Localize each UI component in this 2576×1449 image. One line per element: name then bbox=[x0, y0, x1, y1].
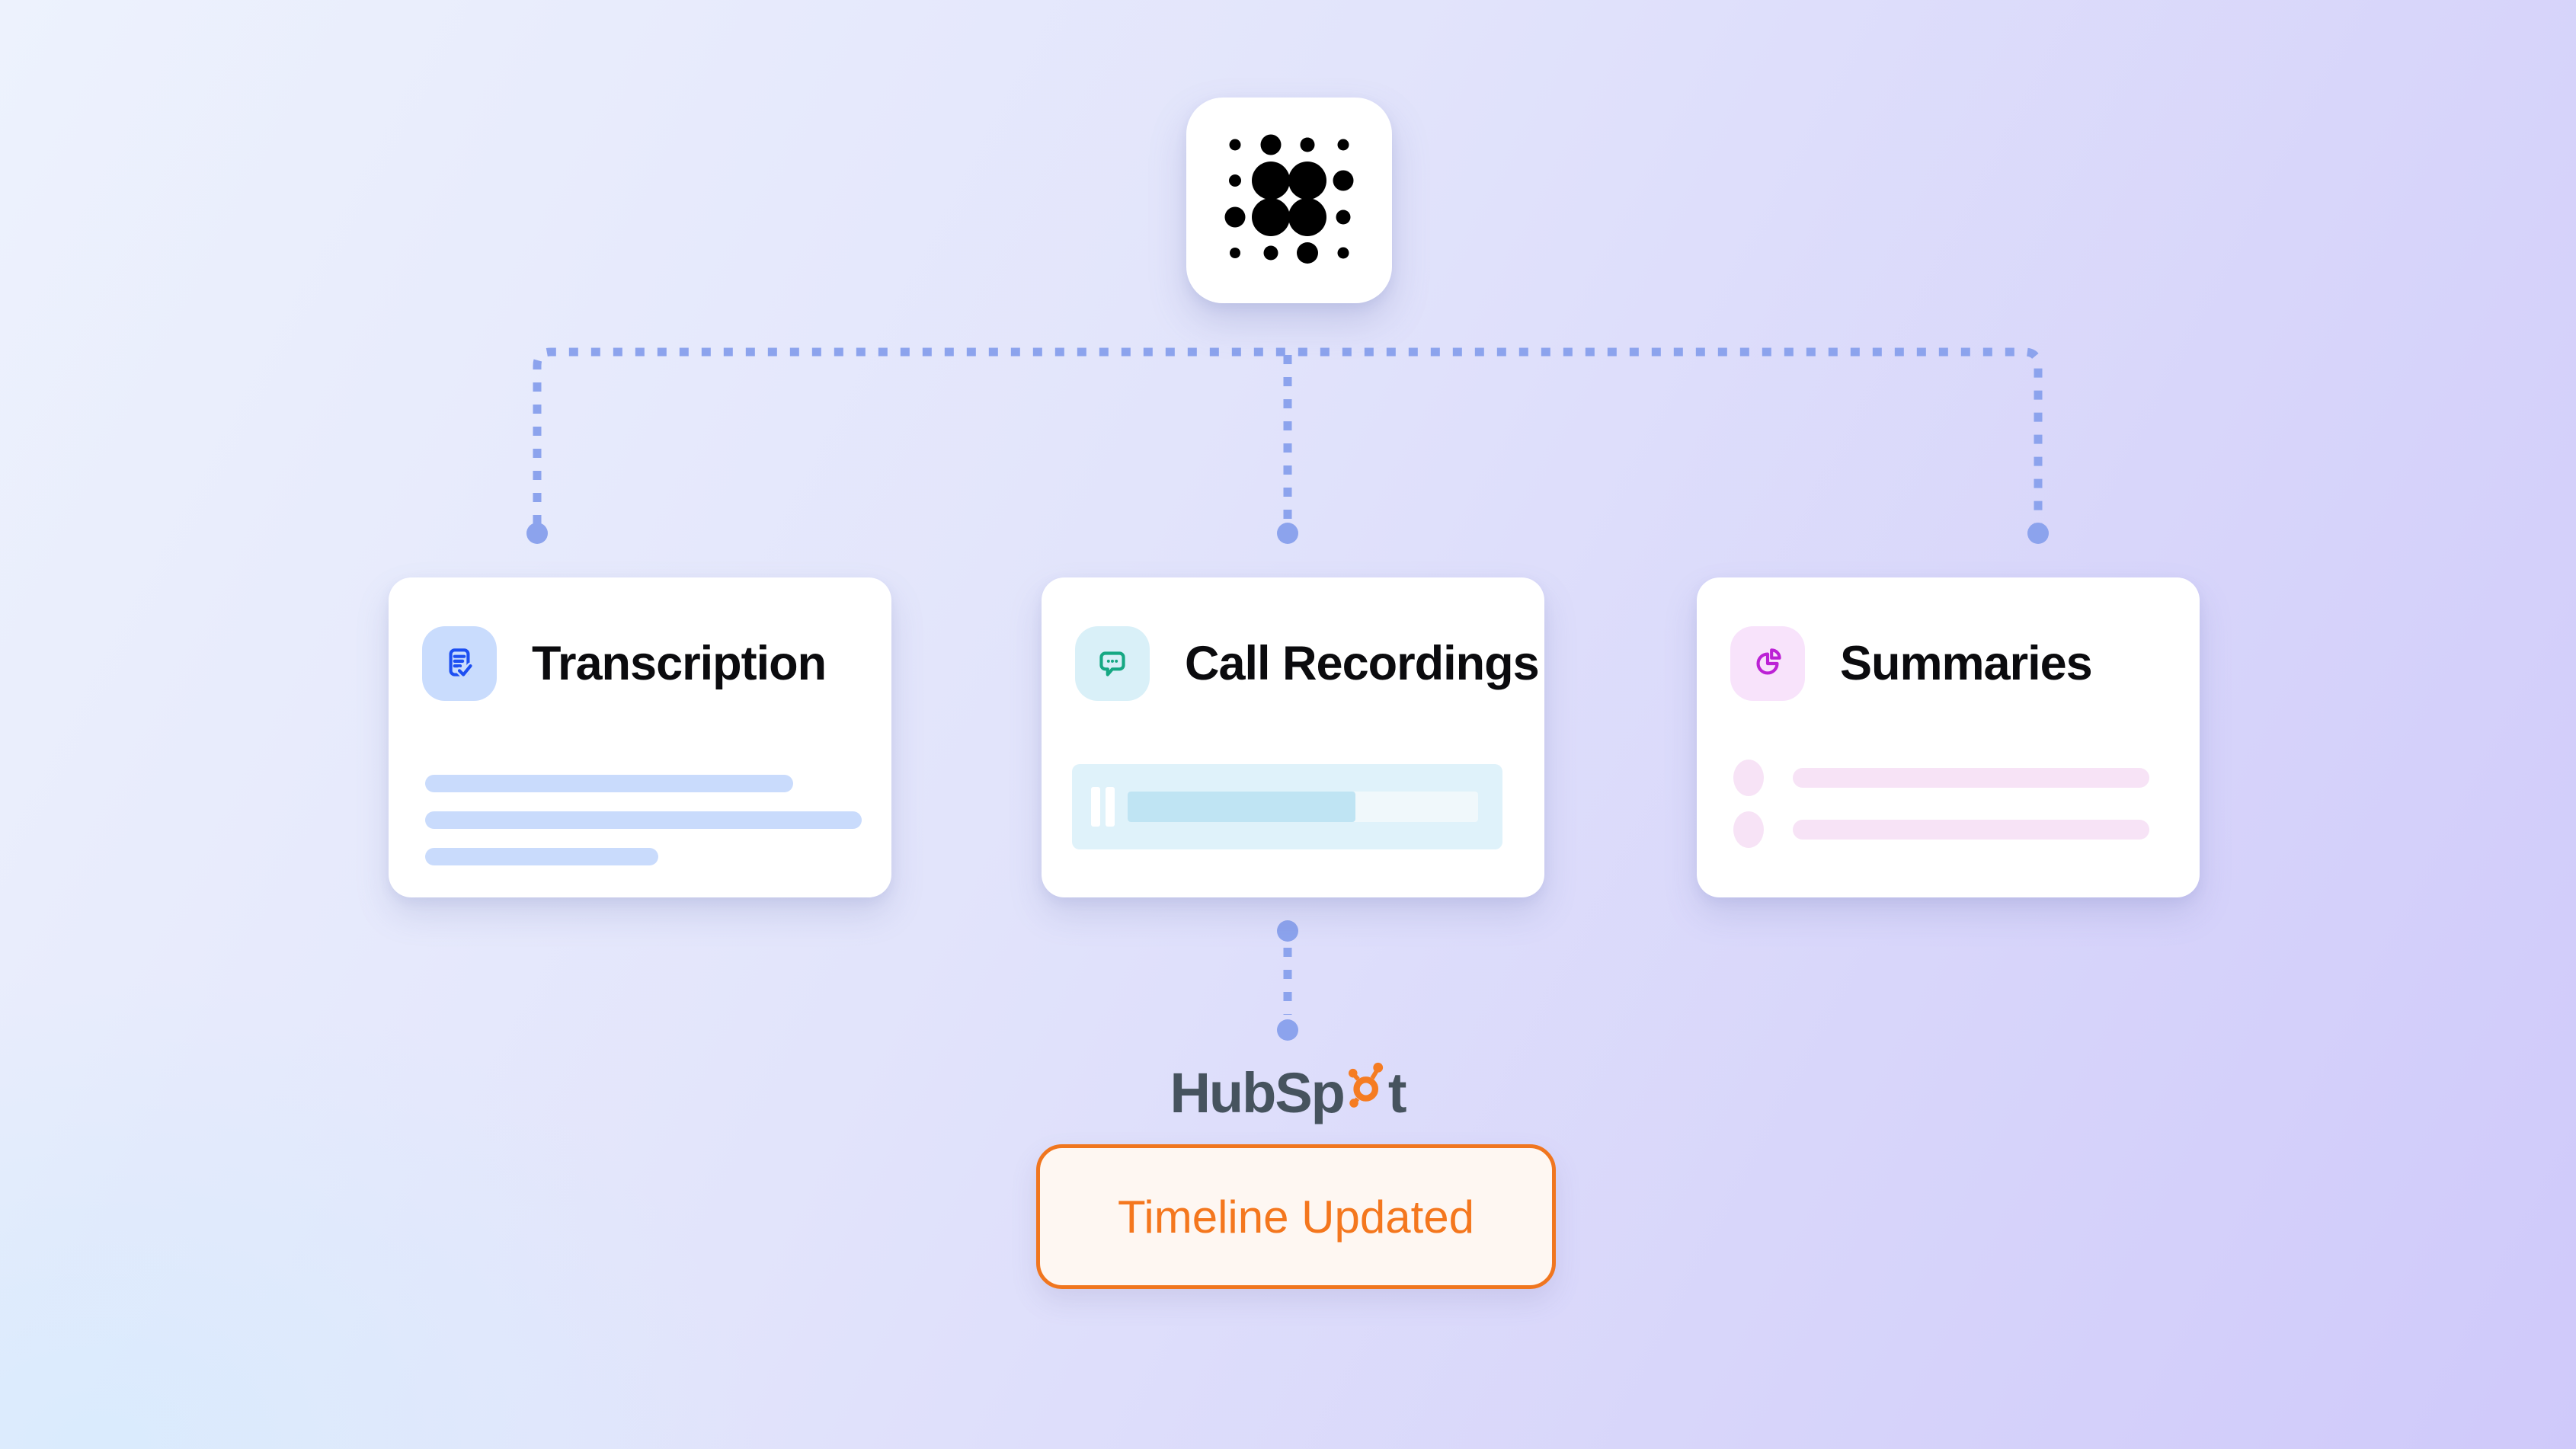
timeline-updated-label: Timeline Updated bbox=[1117, 1191, 1475, 1243]
skeleton-text-line bbox=[1793, 768, 2149, 788]
skeleton-text-line bbox=[425, 775, 793, 792]
connector-endpoint-dot bbox=[1277, 1019, 1298, 1041]
audio-progress-fill bbox=[1128, 792, 1355, 822]
hubspot-logo-text-left: HubSp bbox=[1170, 1060, 1345, 1124]
bullet-dot bbox=[1733, 760, 1764, 796]
connector-endpoint-dot bbox=[1277, 523, 1298, 544]
timeline-updated-badge[interactable]: Timeline Updated bbox=[1036, 1144, 1556, 1289]
connector-endpoint-dot bbox=[526, 523, 548, 544]
card-call-recordings-header: Call Recordings bbox=[1075, 626, 1540, 701]
hubspot-logo-text-right: t bbox=[1387, 1060, 1407, 1124]
card-summaries[interactable]: Summaries bbox=[1697, 577, 2200, 897]
skeleton-text-line bbox=[425, 848, 658, 865]
card-title: Call Recordings bbox=[1185, 637, 1540, 690]
skeleton-text-line bbox=[425, 811, 862, 829]
audio-player[interactable] bbox=[1072, 764, 1502, 849]
pause-icon bbox=[1091, 787, 1100, 827]
hubspot-sprocket-icon bbox=[1342, 1054, 1391, 1121]
bullet-dot bbox=[1733, 811, 1764, 848]
chat-bubble-icon bbox=[1075, 626, 1150, 701]
hubspot-logo: HubSp t bbox=[1135, 1054, 1440, 1131]
card-transcription-header: Transcription bbox=[422, 626, 866, 701]
source-node bbox=[1186, 98, 1392, 303]
dot-matrix-ai-logo-icon bbox=[1186, 96, 1392, 305]
document-check-icon bbox=[422, 626, 497, 701]
card-transcription[interactable]: Transcription bbox=[389, 577, 891, 897]
skeleton-text-line bbox=[1793, 820, 2149, 840]
pie-chart-icon bbox=[1730, 626, 1805, 701]
connector-endpoint-dot bbox=[2027, 523, 2049, 544]
audio-progress-track[interactable] bbox=[1128, 792, 1478, 822]
pause-icon bbox=[1106, 787, 1115, 827]
card-call-recordings[interactable]: Call Recordings bbox=[1042, 577, 1544, 897]
connector-endpoint-dot bbox=[1277, 920, 1298, 942]
card-title: Transcription bbox=[532, 637, 827, 690]
card-title: Summaries bbox=[1840, 637, 2093, 690]
branch-connector-path bbox=[533, 347, 2043, 524]
card-summaries-header: Summaries bbox=[1730, 626, 2174, 701]
